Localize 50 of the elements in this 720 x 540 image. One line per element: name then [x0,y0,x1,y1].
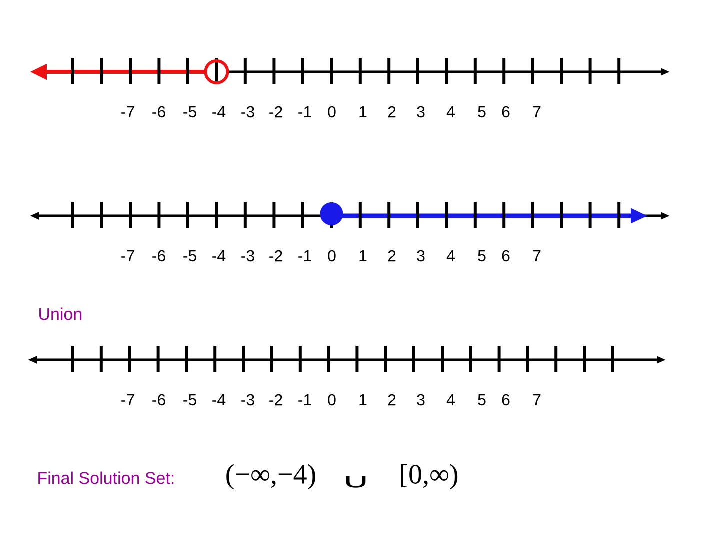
tick-label: -1 [298,394,312,406]
tick-label: -3 [242,250,254,262]
tick-label: 5 [478,394,486,406]
tick-label: -2 [270,250,282,262]
tick-label: -7 [122,394,134,406]
tick-label: -4 [212,106,226,118]
tick-label: -7 [122,106,134,118]
tick-label: 7 [533,250,541,262]
tick-label: 0 [328,250,336,262]
tick-label: 5 [478,250,486,262]
tick-label: 4 [446,106,455,118]
section-label: Union [40,308,82,320]
tick-label: 5 [478,106,486,118]
tick-label: 3 [417,106,425,118]
tick-label: 3 [417,250,425,262]
tick-label: -4 [212,250,226,262]
tick-label: 2 [388,394,396,406]
tick-label: 1 [360,106,367,118]
tick-label: -2 [270,106,282,118]
tick-label: 6 [502,394,510,406]
tick-label: 6 [502,250,510,262]
tick-label: 7 [533,106,541,118]
tick-label: -7 [122,250,134,262]
tick-label: 2 [388,106,396,118]
tick-label: 7 [533,394,541,406]
union-symbol: ∪ [346,476,366,488]
tick-label: -4 [212,394,226,406]
tick-label: -6 [152,106,166,118]
tick-label: -5 [184,250,196,262]
tick-label: -5 [184,394,196,406]
tick-label: 0 [328,394,336,406]
tick-label: 2 [388,250,396,262]
tick-label: 0 [328,106,336,118]
answer-label: Final Solution Set: [38,472,174,484]
tick-label: -3 [242,106,254,118]
tick-label: 4 [446,250,455,262]
tick-label: -1 [298,106,312,118]
tick-label: 3 [417,394,425,406]
interval-notation: [0,∞) [401,464,458,490]
tick-label: -1 [298,250,312,262]
tick-label: -3 [242,394,254,406]
tick-label: 1 [360,394,367,406]
interval-notation: (−∞,−4) [226,464,316,490]
tick-label: 1 [360,250,367,262]
tick-label: -6 [152,394,166,406]
tick-label: 4 [446,394,455,406]
tick-label: -6 [152,250,166,262]
tick-label: 6 [502,106,510,118]
tick-label: -5 [184,106,196,118]
tick-label: -2 [270,394,282,406]
